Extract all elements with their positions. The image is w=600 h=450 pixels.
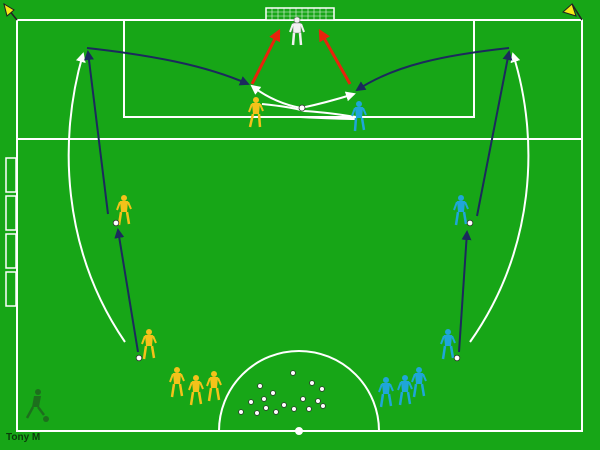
run-arrow (303, 110, 357, 118)
pass-arrow (114, 228, 139, 353)
center-circle-arc (218, 350, 380, 432)
player-silhouette-logo (25, 389, 49, 422)
ball (238, 409, 244, 415)
cross-arrow-right (355, 47, 510, 92)
blue-player (453, 195, 469, 226)
ball (291, 406, 297, 412)
blue-player (397, 375, 413, 406)
players (116, 16, 469, 408)
ball (257, 383, 263, 389)
center-spot (295, 427, 303, 435)
mini-goal (5, 271, 17, 307)
run-arrow (250, 84, 302, 109)
ball (273, 409, 279, 415)
player-runs (67, 52, 530, 343)
run-path-left (67, 52, 126, 343)
goalkeeper (289, 16, 305, 46)
shot-arrow (318, 28, 352, 85)
blue-player (378, 377, 394, 408)
run-arrow (300, 91, 356, 109)
run-arrow (299, 116, 357, 120)
ball (135, 354, 143, 362)
blue-player (440, 329, 456, 360)
mini-goal (5, 233, 17, 269)
yellow-player (141, 329, 157, 360)
blue-player (351, 101, 367, 132)
yellow-player (248, 97, 264, 128)
ball (309, 380, 315, 386)
ball (319, 386, 325, 392)
corner-flag-right (562, 3, 583, 21)
ball (300, 396, 306, 402)
ball (263, 405, 269, 411)
mini-goal (5, 195, 17, 231)
run-path-right (469, 52, 530, 343)
ball (248, 399, 254, 405)
ball (466, 219, 474, 227)
yellow-player (206, 371, 222, 402)
author-credit: Tony M (6, 432, 41, 443)
corner-flag-left (3, 2, 18, 21)
pass-arrow (458, 230, 472, 353)
ball (254, 410, 260, 416)
side-mini-goals (5, 157, 17, 307)
shots (250, 28, 352, 85)
passes (84, 47, 513, 353)
ball (320, 403, 326, 409)
ball (281, 402, 287, 408)
ball (453, 354, 461, 362)
ball (306, 406, 312, 412)
ball (290, 370, 296, 376)
yellow-player (169, 367, 185, 398)
ball (112, 219, 120, 227)
corner-flags (3, 2, 583, 21)
shot-arrow (250, 28, 281, 85)
pass-arrow (84, 50, 109, 215)
goal (265, 7, 335, 21)
blue-player (411, 367, 427, 398)
pass-arrow (476, 50, 513, 217)
balls (112, 104, 474, 416)
ball (261, 396, 267, 402)
ball (315, 398, 321, 404)
yellow-player (116, 195, 132, 226)
ball (298, 104, 306, 112)
ball (270, 390, 276, 396)
cross-arrow-left (86, 47, 250, 86)
mini-goal (5, 157, 17, 193)
yellow-player (188, 375, 204, 406)
